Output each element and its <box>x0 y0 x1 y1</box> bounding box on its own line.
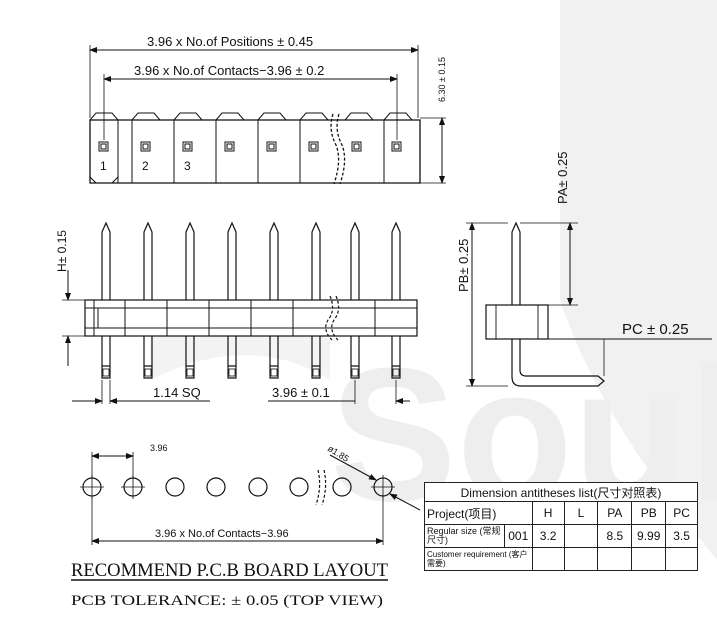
table-header-project: Project(项目) <box>424 501 533 525</box>
table-row: Customer requirement (客户需要) <box>424 547 698 571</box>
table-header-h: H <box>531 501 565 525</box>
table-header-pb: PB <box>631 501 667 525</box>
pcb-tolerance-note: PCB TOLERANCE: ± 0.05 (TOP VIEW) <box>71 593 383 609</box>
table-cell-pc: 3.5 <box>665 524 698 548</box>
table-cell-pa: 8.5 <box>597 524 633 548</box>
dim-pc-label: PC ± 0.25 <box>622 321 689 338</box>
dimension-table: Dimension antitheses list(尺寸对照表) Project… <box>424 482 698 571</box>
table-header-pc: PC <box>665 501 698 525</box>
table-cell-empty <box>597 547 633 571</box>
dim-pitch-label: 3.96 ± 0.1 <box>272 385 330 400</box>
dim-sq-label: 1.14 SQ <box>153 385 201 400</box>
table-cell-pb: 9.99 <box>631 524 667 548</box>
pin-cells <box>89 112 413 184</box>
pin-squares <box>98 141 402 152</box>
pcb-layout-title: RECOMMEND P.C.B BOARD LAYOUT <box>71 560 388 581</box>
upper-pins <box>101 221 401 300</box>
lower-pins <box>101 336 401 379</box>
top-view <box>89 45 446 185</box>
table-title: Dimension antitheses list(尺寸对照表) <box>424 482 698 502</box>
table-cell-empty <box>563 547 599 571</box>
pcb-pitch-label: 3.96 <box>150 443 168 453</box>
pin-number-2: 2 <box>142 159 149 173</box>
dim-contacts-label: 3.96 x No.of Contacts−3.96 ± 0.2 <box>134 63 324 78</box>
dim-height-label: 6.30 ± 0.15 <box>437 57 447 102</box>
table-header-l: L <box>563 501 599 525</box>
dim-h-label: H± 0.15 <box>55 230 69 272</box>
table-regular-code: 001 <box>503 524 533 548</box>
pin-number-3: 3 <box>184 159 191 173</box>
front-view <box>62 221 418 404</box>
table-regular-label: Regular size (常规尺寸) <box>424 524 505 548</box>
side-view <box>466 221 712 387</box>
table-custom-label: Customer requirement (客户需要) <box>424 547 533 571</box>
pcb-span-label: 3.96 x No.of Contacts−3.96 <box>155 528 289 540</box>
table-header-pa: PA <box>597 501 633 525</box>
table-cell-empty <box>665 547 698 571</box>
dim-positions-label: 3.96 x No.of Positions ± 0.45 <box>147 34 313 49</box>
table-cell-l <box>563 524 599 548</box>
watermark: Soul <box>150 0 717 560</box>
pin-number-1: 1 <box>100 159 107 173</box>
table-cell-empty <box>631 547 667 571</box>
table-row: Regular size (常规尺寸) 001 3.2 8.5 9.99 3.5 <box>424 524 698 548</box>
table-cell-h: 3.2 <box>531 524 565 548</box>
table-cell-empty <box>531 547 565 571</box>
table-title-row: Dimension antitheses list(尺寸对照表) <box>424 482 698 502</box>
dim-pb-label: PB± 0.25 <box>456 239 471 292</box>
table-header-row: Project(项目) H L PA PB PC <box>424 501 698 525</box>
pcb-layout <box>80 452 421 545</box>
dim-pa-label: PA± 0.25 <box>555 152 570 204</box>
housing-dividers <box>93 300 376 336</box>
